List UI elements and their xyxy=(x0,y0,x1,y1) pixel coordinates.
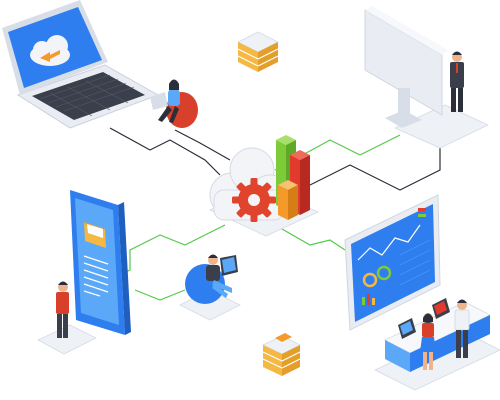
server-stack-icon xyxy=(237,31,279,72)
man-on-beanbag-with-laptop xyxy=(179,254,241,321)
central-cloud-hub xyxy=(209,135,319,237)
desk-laptop-2-screen xyxy=(434,301,447,315)
woman-laptop xyxy=(150,92,168,110)
monitor-screen-side xyxy=(365,6,448,55)
phone-screen xyxy=(75,198,119,325)
businessman-standing xyxy=(450,51,464,112)
woman2-top xyxy=(422,323,434,337)
man2-legs xyxy=(212,280,232,298)
workstation-desk xyxy=(374,298,500,391)
connector-cloud-dashboard xyxy=(274,224,346,251)
cloud-sync-icon xyxy=(30,35,70,66)
smartphone-with-document xyxy=(37,190,131,355)
woman2-hair xyxy=(423,313,433,323)
man3-leg-left xyxy=(456,330,461,358)
gear-icon xyxy=(232,178,276,222)
bar-chart-3d xyxy=(276,135,310,220)
man-standing-by-phone xyxy=(56,281,69,338)
connector-beanbag-cloud xyxy=(174,129,231,161)
dashboard-grid xyxy=(399,239,431,286)
analytics-dashboard-screen xyxy=(344,194,441,331)
man3-leg-right xyxy=(463,330,468,358)
laptop-with-cloud-screen xyxy=(2,0,160,129)
man3-shirt xyxy=(454,309,470,331)
woman2-leg-left xyxy=(423,352,427,370)
woman-legs xyxy=(158,106,179,123)
desktop-monitor xyxy=(364,6,489,149)
woman2-leg-right xyxy=(429,352,433,370)
woman-at-desk xyxy=(420,313,436,370)
monitor-stand xyxy=(398,88,410,118)
dashboard-donut-charts xyxy=(362,265,392,288)
man2-shirt xyxy=(206,265,220,281)
connector-laptop-cloud xyxy=(109,127,221,176)
woman-torso xyxy=(168,90,180,106)
phone-edge xyxy=(118,202,131,335)
man-shirt xyxy=(56,292,69,314)
monitor-platform xyxy=(394,104,489,149)
desk-laptop-1-screen xyxy=(400,321,413,335)
connector-cloud-monitor-dark xyxy=(289,140,441,196)
woman-on-beanbag-with-laptop xyxy=(150,79,198,128)
man3-hair xyxy=(457,299,467,303)
cloud-shape xyxy=(209,147,291,221)
desk-front xyxy=(385,340,410,372)
businessman-hair xyxy=(452,51,462,55)
connector-phone-beanbag xyxy=(134,289,186,301)
man-at-desk xyxy=(454,299,470,358)
businessman-legs-right xyxy=(458,88,463,112)
businessman-tie xyxy=(456,63,458,73)
server-stack-icon-bottom xyxy=(262,333,301,376)
dashboard-mini-bars xyxy=(362,294,375,305)
monitor-stand-base xyxy=(385,110,422,128)
dashboard-accent-red xyxy=(418,208,426,211)
man2-laptop-screen xyxy=(222,257,236,273)
dashboard-line-graph xyxy=(357,224,421,261)
woman-hair xyxy=(169,79,179,91)
man-leg-right xyxy=(63,314,68,338)
laptop-keys xyxy=(39,74,135,117)
document-icon xyxy=(83,255,109,297)
businessman-suit xyxy=(450,62,464,88)
man-hair xyxy=(58,281,68,285)
dashboard-accent-green xyxy=(418,214,426,217)
man-leg-left xyxy=(57,314,62,338)
businessman-legs-left xyxy=(451,88,456,112)
envelope-icon xyxy=(84,222,106,248)
woman2-skirt xyxy=(420,337,436,352)
man2-hair xyxy=(208,254,218,258)
